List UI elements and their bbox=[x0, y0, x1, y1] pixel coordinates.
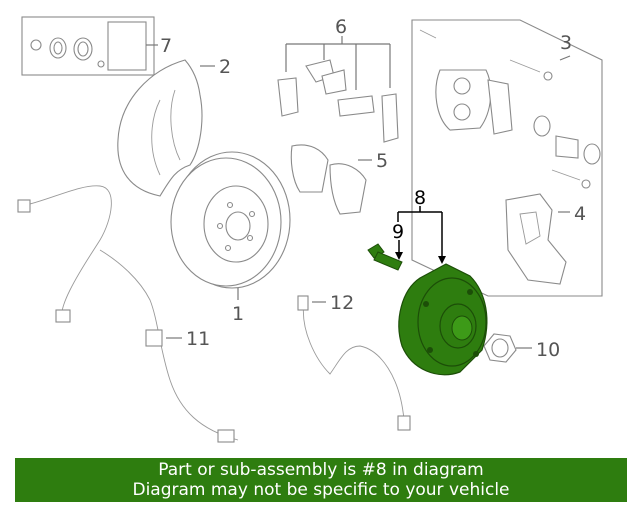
callout-10: 10 bbox=[536, 339, 560, 361]
banner-line-1: Part or sub-assembly is #8 in diagram bbox=[158, 460, 484, 480]
callout-4: 4 bbox=[574, 203, 586, 225]
callout-1: 1 bbox=[232, 303, 244, 325]
banner-line-2: Diagram may not be specific to your vehi… bbox=[132, 480, 510, 500]
highlight-notice-banner: Part or sub-assembly is #8 in diagram Di… bbox=[15, 458, 627, 502]
callout-3: 3 bbox=[560, 32, 572, 54]
callout-8: 8 bbox=[414, 187, 426, 209]
part-3-caliper-assembly bbox=[411, 19, 603, 297]
callout-11: 11 bbox=[186, 328, 210, 350]
callout-9: 9 bbox=[392, 221, 404, 243]
callout-12: 12 bbox=[330, 292, 354, 314]
part-5-brake-pads bbox=[290, 144, 372, 215]
part-10-hub-nut bbox=[483, 333, 532, 363]
callout-5: 5 bbox=[376, 150, 388, 172]
part-11-abs-sensor bbox=[17, 185, 239, 443]
part-2-dust-shield bbox=[117, 59, 215, 197]
part-9-hub-bolt bbox=[367, 240, 403, 271]
callout-2: 2 bbox=[219, 56, 231, 78]
part-1-brake-rotor bbox=[170, 151, 291, 300]
callout-6: 6 bbox=[335, 16, 347, 38]
part-8-wheel-hub-assembly bbox=[395, 206, 488, 376]
part-4-caliper-bracket bbox=[505, 193, 570, 285]
part-7-seal-kit bbox=[21, 16, 158, 76]
part-12-brake-hose bbox=[297, 295, 411, 431]
part-6-pad-hardware bbox=[277, 36, 399, 143]
parts-diagram: 7 2 1 6 5 bbox=[17, 16, 603, 443]
callout-7: 7 bbox=[160, 35, 172, 57]
